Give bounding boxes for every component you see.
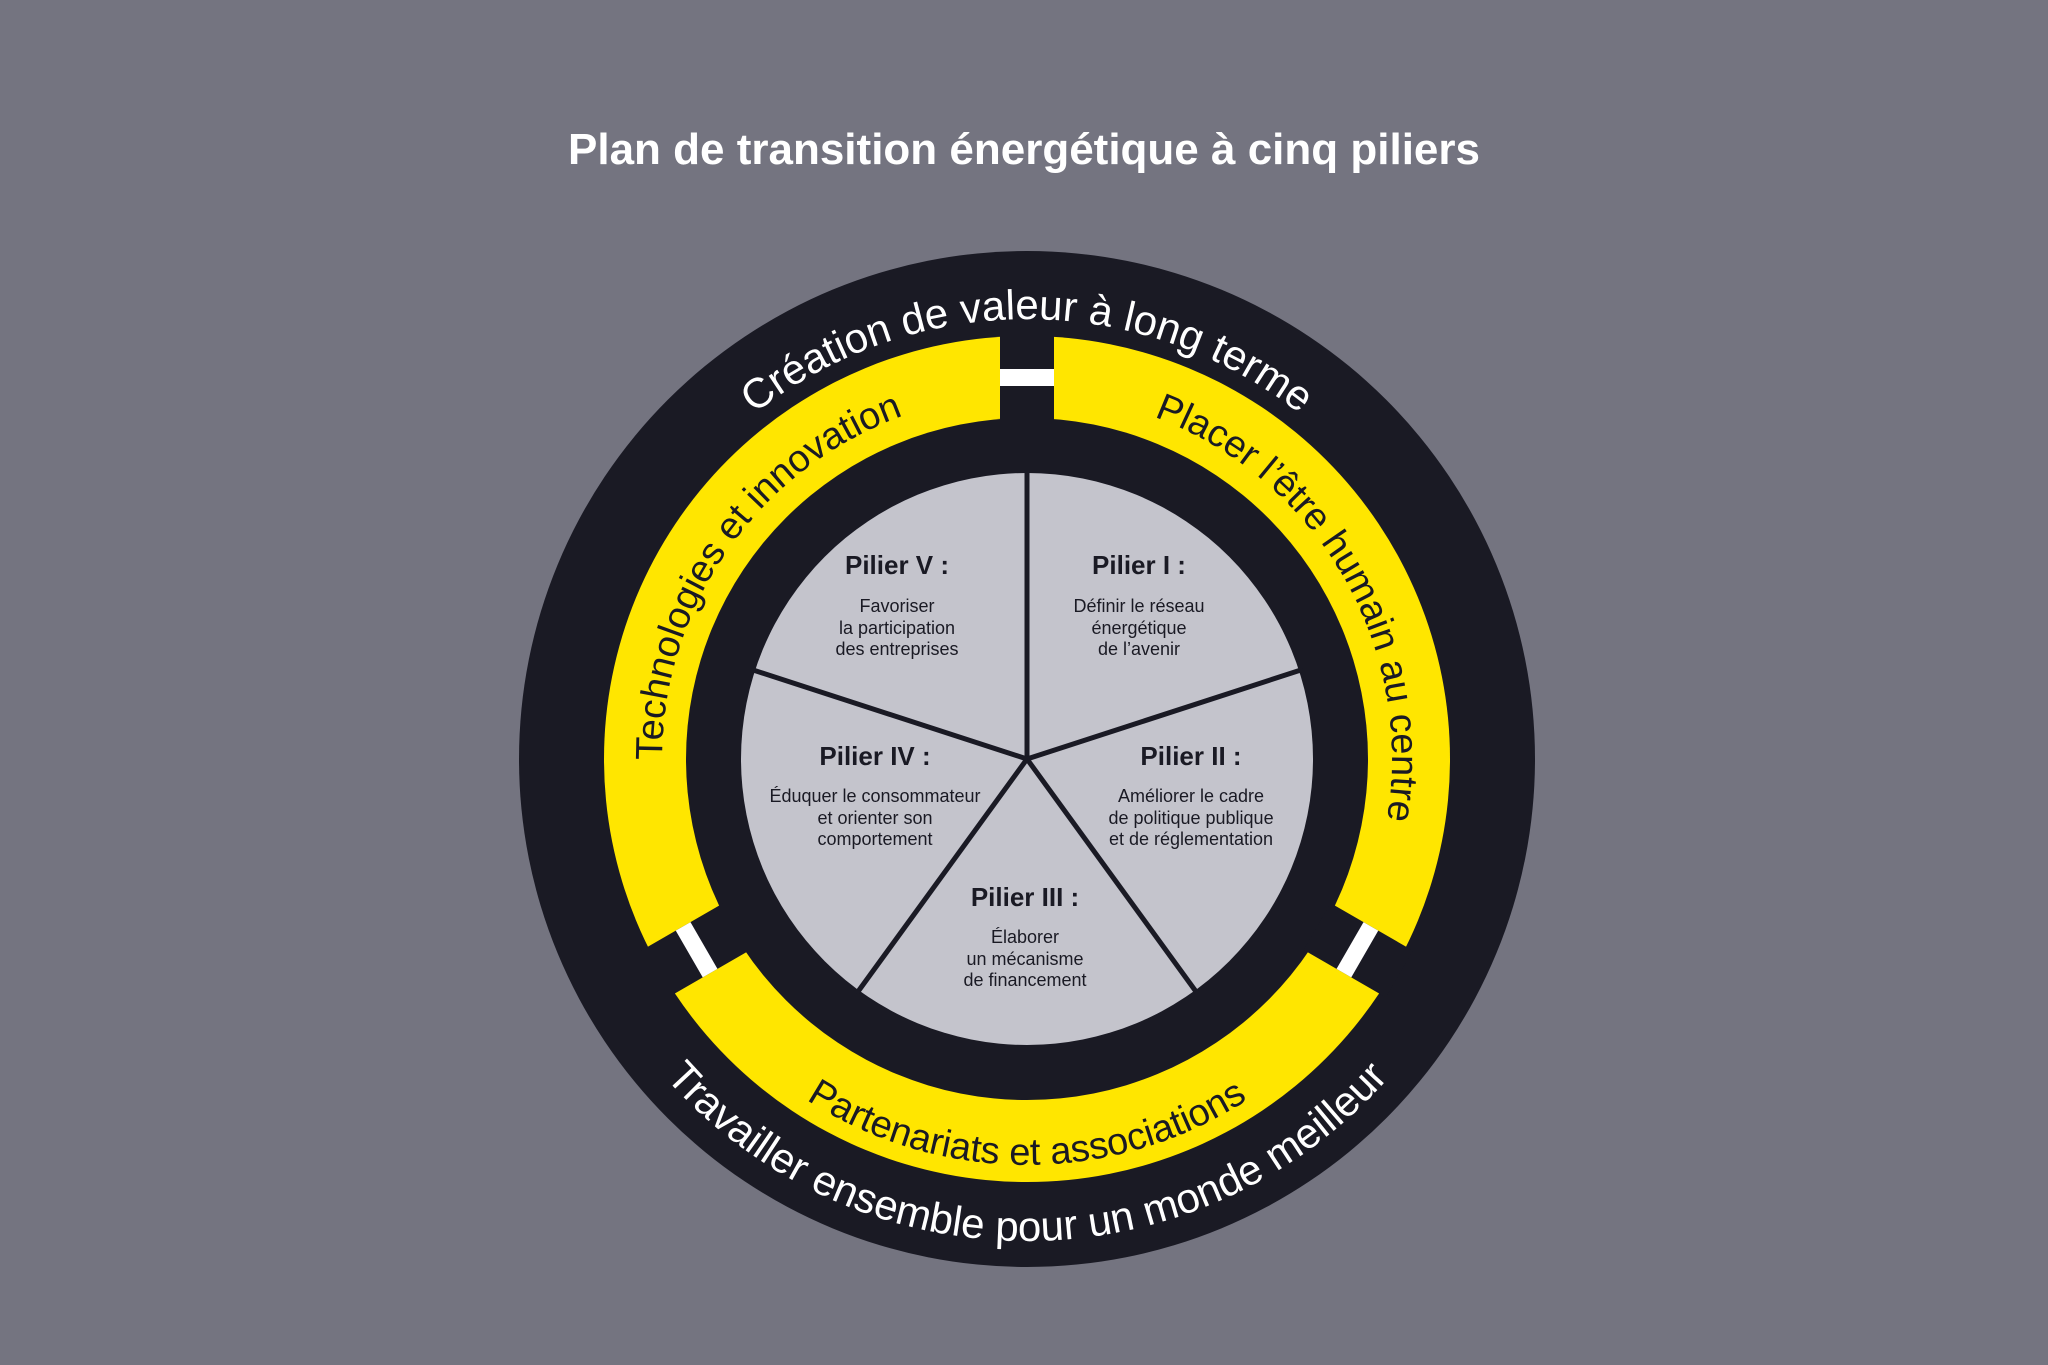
pie-divider [1026,667,1304,762]
pillar-text: Définir le réseau [1073,596,1204,616]
pillar-text: de financement [963,970,1086,990]
gap-connector [675,922,718,978]
pillar-text: comportement [817,829,932,849]
pillar-title: Pilier II : [1140,741,1241,771]
pillar-1: Pilier I : Définir le réseau énergétique… [1073,550,1204,659]
pillar-title: Pilier V : [845,550,949,580]
pillar-text: Éduquer le consommateur [769,786,980,806]
page-title: Plan de transition énergétique à cinq pi… [568,125,1480,174]
pillar-text: de l’avenir [1098,639,1180,659]
pillar-text: Élaborer [991,927,1059,947]
pie-divider [750,667,1028,762]
ring-gap [641,903,751,998]
pillar-4: Pilier IV : Éduquer le consommateur et o… [769,741,980,849]
ring-gap [1303,903,1413,998]
pillar-text: énergétique [1091,618,1186,638]
pillar-5: Pilier V : Favoriser la participation de… [835,550,958,659]
gap-connector [1000,369,1054,386]
pie-divider [854,757,1030,996]
pillar-3: Pilier III : Élaborer un mécanisme de fi… [963,882,1086,990]
pie-divider [1024,757,1200,996]
pillar-text: de politique publique [1108,808,1273,828]
pillar-2: Pilier II : Améliorer le cadre de politi… [1108,741,1273,849]
pillar-text: la participation [839,618,955,638]
pillar-text: Améliorer le cadre [1118,786,1264,806]
pillar-title: Pilier I : [1092,550,1186,580]
pillar-text: des entreprises [835,639,958,659]
pillar-title: Pilier III : [971,882,1079,912]
pillar-text: Favoriser [859,596,934,616]
pillar-text: et de réglementation [1109,829,1273,849]
gap-connector [1336,922,1379,978]
pillar-text: et orienter son [817,808,932,828]
pillar-title: Pilier IV : [819,741,930,771]
pillar-text: un mécanisme [966,949,1083,969]
ring-gap [1000,329,1054,424]
